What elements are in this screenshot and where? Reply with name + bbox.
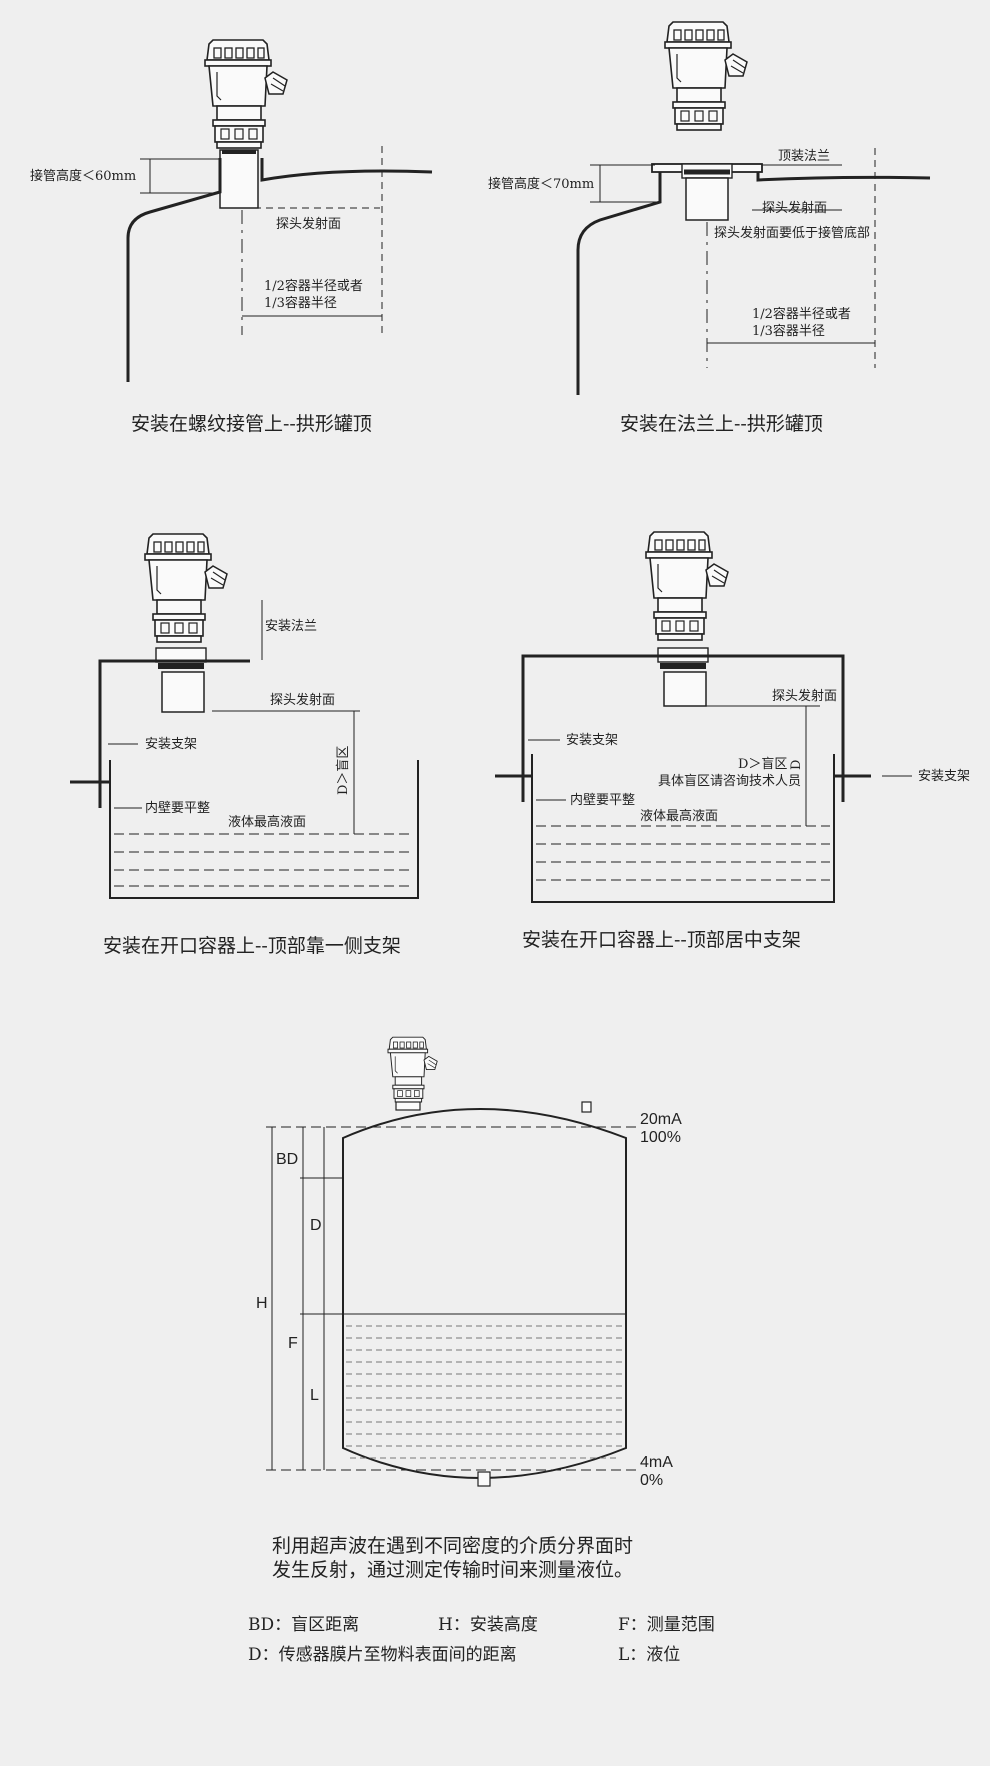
open-container: [109, 760, 419, 899]
legend-l: L：液位: [618, 1645, 680, 1665]
bracket-label: 安装支架: [145, 737, 197, 752]
radius-label-1: 1/2容器半径或者: [264, 278, 363, 294]
diagram-threaded-pipe: 接管高度＜60mm 探头发射面 1/2容器半径或者 1/3容器半径 安装在螺纹接…: [30, 39, 433, 435]
legend-h: H：安装高度: [438, 1615, 538, 1635]
sensor-icon: [645, 531, 729, 641]
probe-face-label: 探头发射面: [276, 216, 341, 232]
bracket-left-label: 安装支架: [566, 733, 618, 748]
top-flange-label: 顶装法兰: [778, 149, 830, 164]
legend: BD：盲区距离 H：安装高度 F：测量范围 D：传感器膜片至物料表面间的距离 L…: [248, 1615, 715, 1665]
probe-body: [663, 671, 707, 707]
max-level-label: 液体最高液面: [228, 814, 306, 830]
top-ma-label: 20mA: [640, 1111, 682, 1128]
probe-face-label: 探头发射面: [762, 200, 827, 216]
probe-body: [685, 177, 729, 221]
closed-tank: [342, 1108, 627, 1479]
legend-f: F：测量范围: [618, 1615, 715, 1635]
wall-label: 内壁要平整: [145, 800, 210, 816]
pipe-height-label: 接管高度＜70mm: [488, 176, 594, 192]
radius-label-1: 1/2容器半径或者: [752, 306, 851, 322]
bottom-ma-label: 4mA: [640, 1454, 673, 1471]
f-label: F: [288, 1335, 298, 1352]
caption: 安装在法兰上--拱形罐顶: [620, 413, 823, 435]
probe-face-label: 探头发射面: [772, 688, 837, 704]
center-bracket: [521, 654, 845, 802]
distance-d-label: D: [789, 760, 804, 770]
diagram-open-side-bracket: 安装法兰 探头发射面 安装支架 内壁要平整 液体最高液面 D＞盲区 安装在开口容…: [70, 533, 419, 957]
bracket-right-label: 安装支架: [918, 769, 970, 784]
description: 利用超声波在遇到不同密度的介质分界面时 发生反射，通过测定传输时间来测量液位。: [272, 1535, 633, 1581]
radius-label-2: 1/3容器半径: [264, 295, 337, 311]
caption: 安装在螺纹接管上--拱形罐顶: [131, 413, 372, 435]
description-line-2: 发生反射，通过测定传输时间来测量液位。: [272, 1559, 633, 1581]
radius-label-2: 1/3容器半径: [752, 323, 825, 339]
blind-zone-label: D＞盲区: [335, 746, 351, 795]
legend-bd: BD：盲区距离: [248, 1615, 359, 1635]
diagram-open-center-bracket: 探头发射面 安装支架 安装支架 D＞盲区 D 具体盲区请咨询技术人员 内壁要平整…: [495, 531, 970, 951]
wall-label: 内壁要平整: [570, 792, 635, 808]
tank-dome-right: [260, 158, 433, 182]
sensor-icon: [664, 21, 748, 131]
tank-wall-left: [576, 172, 662, 395]
consult-label: 具体盲区请咨询技术人员: [658, 773, 801, 789]
diagram-measurement-principle: BD D H F L 20mA 100% 4mA 0%: [256, 1036, 682, 1489]
probe-note-label: 探头发射面要低于接管底部: [714, 225, 870, 241]
bottom-pct-label: 0%: [640, 1472, 663, 1489]
tank-wall-left: [126, 158, 222, 382]
description-line-1: 利用超声波在遇到不同密度的介质分界面时: [272, 1535, 633, 1557]
side-bracket: [98, 659, 250, 808]
bd-label: BD: [276, 1151, 298, 1168]
probe-body: [161, 671, 205, 713]
top-pct-label: 100%: [640, 1129, 681, 1146]
open-container: [531, 754, 835, 903]
caption: 安装在开口容器上--顶部居中支架: [522, 929, 801, 951]
diagram-flange-mount: 顶装法兰 接管高度＜70mm 探头发射面 探头发射面要低于接管底部 1/2容器半…: [488, 21, 931, 435]
d-label: D: [310, 1217, 322, 1234]
tank-dome-right: [756, 172, 931, 182]
h-label: H: [256, 1295, 268, 1312]
legend-d: D：传感器膜片至物料表面间的距离: [248, 1645, 517, 1665]
probe-body: [219, 149, 259, 209]
blind-zone-label: D＞盲区: [738, 756, 787, 772]
sensor-icon: [387, 1036, 438, 1103]
sensor-icon: [144, 533, 228, 643]
sensor-icon: [204, 39, 288, 149]
caption: 安装在开口容器上--顶部靠一侧支架: [103, 935, 401, 957]
max-level-label: 液体最高液面: [640, 808, 718, 824]
pipe-height-label: 接管高度＜60mm: [30, 168, 136, 184]
l-label: L: [310, 1387, 319, 1404]
probe-face-label: 探头发射面: [270, 692, 335, 708]
flange-label: 安装法兰: [265, 619, 317, 634]
